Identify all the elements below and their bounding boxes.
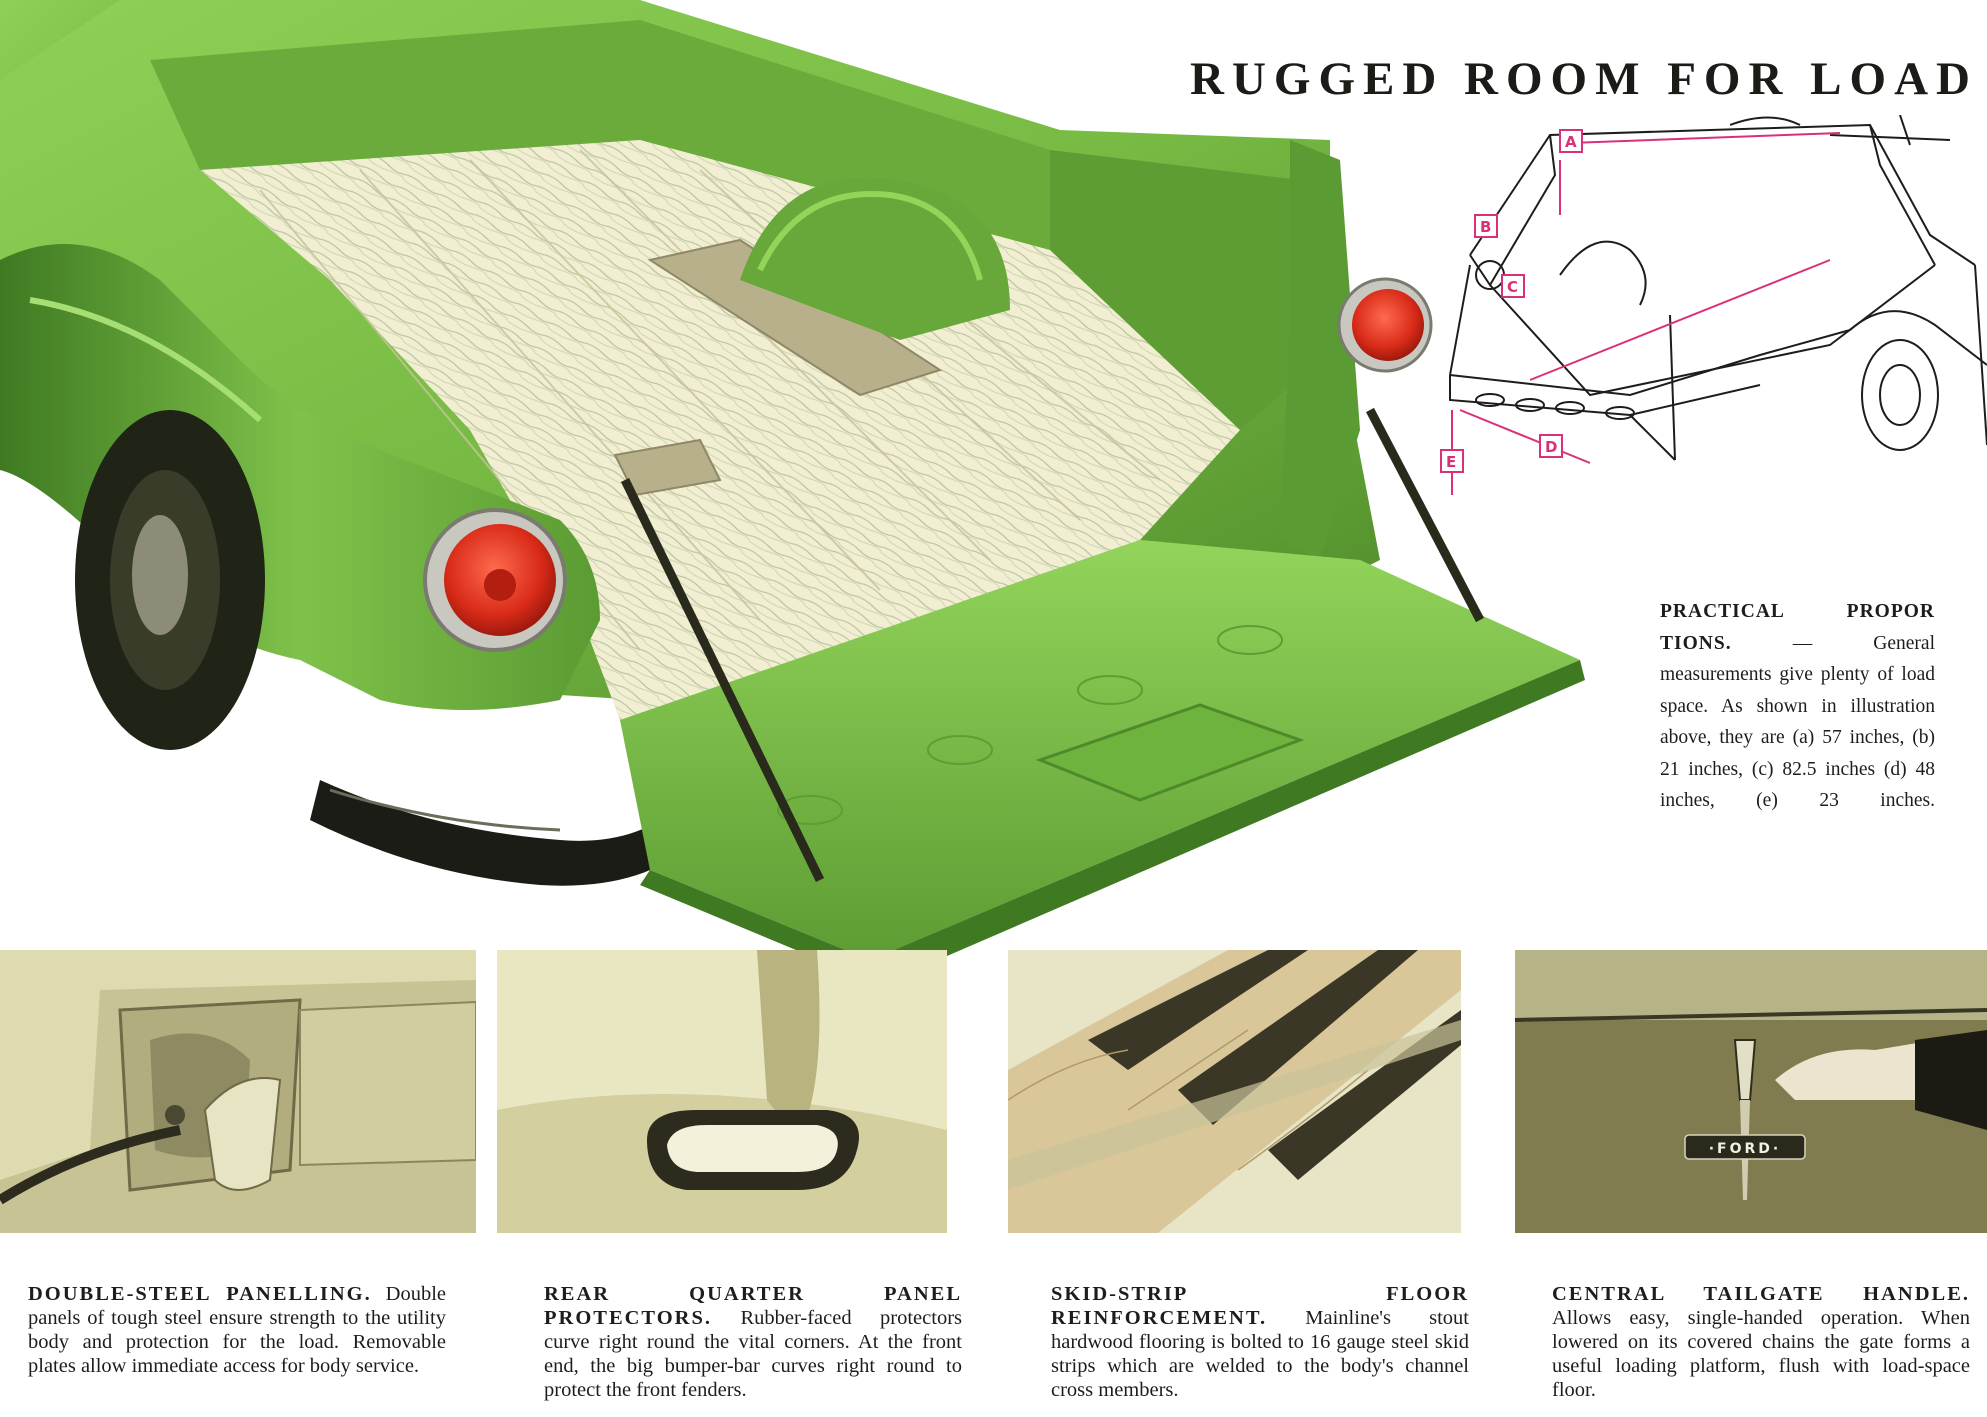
photo-central-tailgate-handle: ·FORD·: [1515, 950, 1987, 1233]
caption-heading: DOUBLE-STEEL PANELLING.: [28, 1283, 372, 1305]
caption-central-tailgate-handle: CENTRAL TAILGATE HANDLE. Allows easy, si…: [1552, 1282, 1970, 1402]
caption-rear-quarter-protectors: REAR QUARTER PANEL PROTECTORS. Rubber-fa…: [544, 1282, 962, 1402]
caption-body: Double panels of tough steel ensure stre…: [28, 1283, 446, 1377]
utility-tray-illustration: [0, 0, 1585, 985]
diagram-label-a: A: [1565, 133, 1577, 151]
photo-double-steel-panelling: [0, 950, 476, 1233]
dimensions-diagram: B A C D E: [1430, 114, 1987, 520]
caption-body: Mainline's stout hardwood flooring is bo…: [1051, 1307, 1469, 1401]
diagram-label-e: E: [1446, 453, 1456, 471]
hero-illustration: [0, 0, 1585, 985]
caption-body: Rubber-faced protectors curve right roun…: [544, 1307, 962, 1401]
photo-skid-strip-floor: [1008, 950, 1461, 1233]
page-title: RUGGED ROOM FOR LOAD: [1190, 53, 1978, 105]
diagram-label-b: B: [1480, 218, 1491, 236]
photo-rear-quarter-protector: [497, 950, 947, 1233]
caption-heading: CENTRAL TAILGATE HANDLE.: [1552, 1283, 1970, 1305]
caption-heading: REAR QUARTER PANEL PROTECTORS.: [544, 1283, 962, 1329]
proportions-heading: PRACTICAL PROPOR TIONS.: [1660, 601, 1935, 654]
diagram-label-d: D: [1545, 438, 1557, 456]
caption-body: Allows easy, single-handed operation. Wh…: [1552, 1307, 1970, 1401]
caption-double-steel-panelling: DOUBLE-STEEL PANELLING. Double panels of…: [28, 1282, 446, 1378]
caption-skid-strip-floor: SKID-STRIP FLOOR REINFORCEMENT. Mainline…: [1051, 1282, 1469, 1402]
practical-proportions-text: PRACTICAL PROPOR TIONS. — General measur…: [1660, 596, 1935, 817]
diagram-label-c: C: [1507, 278, 1518, 296]
caption-heading: SKID-STRIP FLOOR REINFORCEMENT.: [1051, 1283, 1469, 1329]
tray-line-drawing: B A C D E: [1440, 114, 1987, 495]
proportions-body: — General measurements give plenty of lo…: [1660, 632, 1935, 812]
ford-badge-text: ·FORD·: [1709, 1141, 1782, 1157]
